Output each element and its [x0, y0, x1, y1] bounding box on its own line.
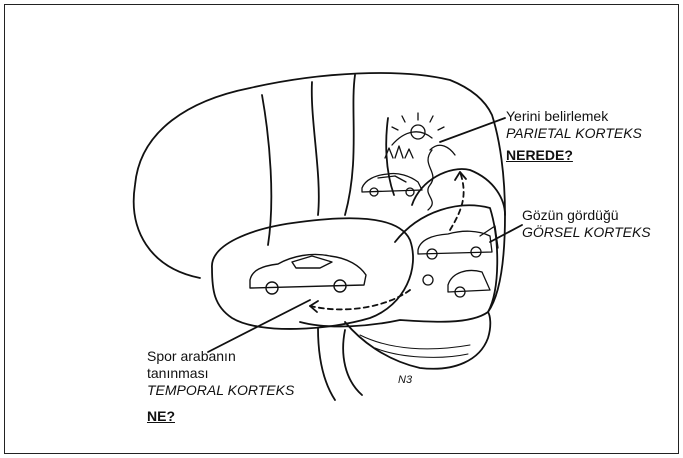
- parietal-line2: PARIETAL KORTEKS: [506, 125, 642, 142]
- car-temporal: [250, 254, 366, 294]
- visual-line2: GÖRSEL KORTEKS: [522, 224, 651, 241]
- parietal-label: Yerini belirlemek PARIETAL KORTEKS NERED…: [506, 108, 642, 164]
- car-parietal: [362, 173, 422, 196]
- landscape-sketch: [385, 113, 455, 210]
- artist-signature: N3: [398, 372, 412, 389]
- visual-cortex-region: [395, 205, 497, 312]
- car-fragment: [423, 271, 490, 297]
- parietal-line1: Yerini belirlemek: [506, 108, 642, 125]
- temporal-label: Spor arabanın tanınması TEMPORAL KORTEKS…: [147, 348, 294, 425]
- leader-parietal: [440, 118, 505, 142]
- brain-stem: [318, 328, 335, 400]
- leader-temporal: [208, 300, 310, 352]
- parietal-sulcus: [345, 75, 355, 215]
- temporal-line2: tanınması: [147, 365, 294, 382]
- car-visual: [418, 226, 498, 259]
- arrow-to-parietal: [450, 172, 464, 230]
- postcentral-sulcus: [312, 82, 319, 215]
- temporal-question: NE?: [147, 408, 294, 425]
- visual-line1: Gözün gördüğü: [522, 207, 651, 224]
- arrow-to-temporal: [310, 290, 410, 309]
- temporal-line3: TEMPORAL KORTEKS: [147, 382, 294, 399]
- temporal-lobe: [212, 218, 413, 329]
- temporal-line1: Spor arabanın: [147, 348, 294, 365]
- parietal-question: NEREDE?: [506, 147, 642, 164]
- visual-label: Gözün gördüğü GÖRSEL KORTEKS: [522, 207, 651, 241]
- central-sulcus: [262, 95, 271, 245]
